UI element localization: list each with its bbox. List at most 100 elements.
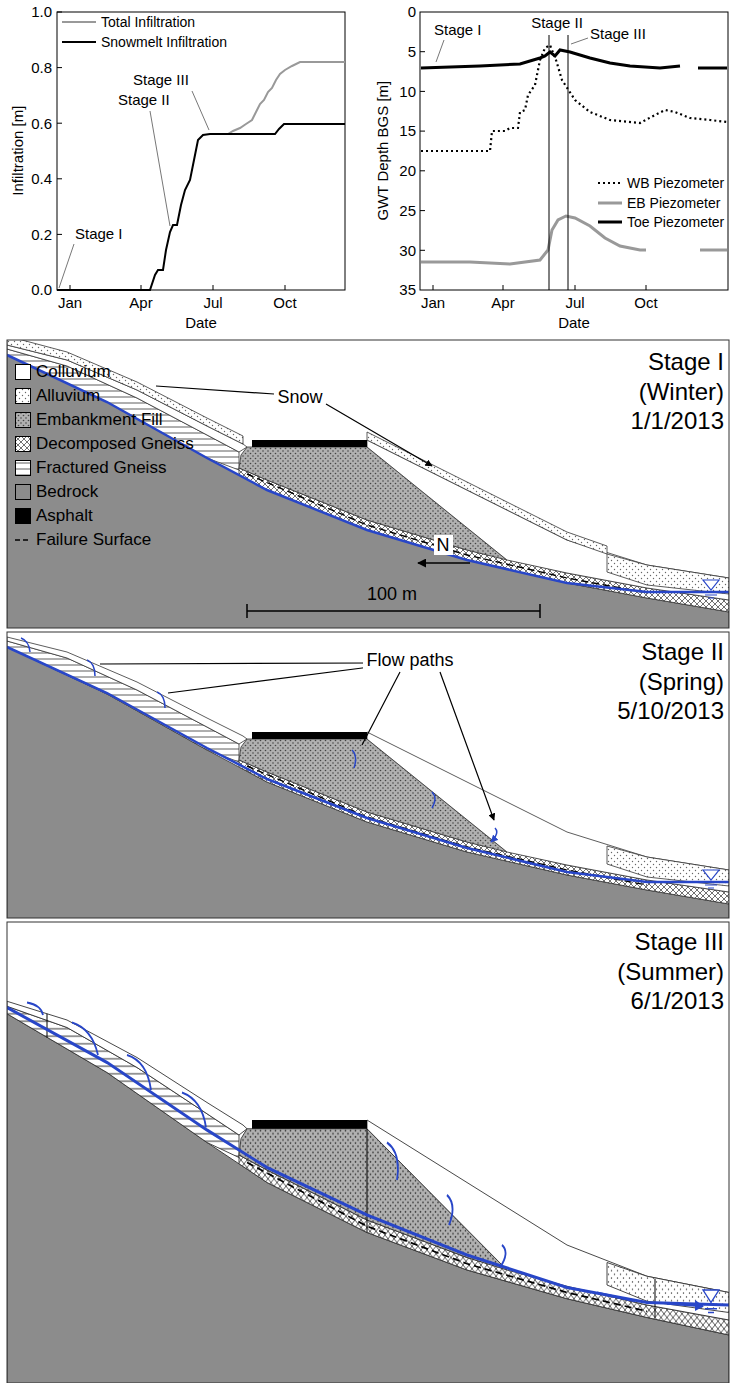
label: 5 xyxy=(408,43,416,60)
water-level-symbol xyxy=(703,870,719,888)
legend-text: Colluvium xyxy=(36,362,111,382)
water-table xyxy=(7,355,729,592)
label: 0.8 xyxy=(31,59,52,76)
label: Infiltration [m] xyxy=(9,106,26,196)
label: Jan xyxy=(58,294,82,311)
label: GWT Depth BGS [m] xyxy=(374,81,391,221)
label: 10 xyxy=(399,83,416,100)
legend-item: Alluvium xyxy=(15,386,100,406)
legend-text: Asphalt xyxy=(36,506,93,526)
wb-piezometer-line xyxy=(421,45,727,151)
label: 25 xyxy=(399,202,416,219)
label: 100 m xyxy=(367,584,417,605)
legend-item: WB Piezometer xyxy=(598,175,724,191)
label: Stage II xyxy=(118,91,170,108)
legend-item: Snowmelt Infiltration xyxy=(62,34,227,50)
legend-text: Total Infiltration xyxy=(101,14,195,30)
legend-swatch xyxy=(598,217,622,227)
legend-swatch xyxy=(15,412,31,428)
legend-item: Embankment Fill xyxy=(15,410,163,430)
label: Oct xyxy=(273,294,296,311)
legend-item: Fractured Gneiss xyxy=(15,458,166,478)
legend-swatch xyxy=(15,460,31,476)
legend-item: EB Piezometer xyxy=(598,195,720,211)
cross-section xyxy=(7,1001,729,1383)
label: 0 xyxy=(408,3,416,20)
label: (Spring) xyxy=(639,668,724,696)
legend-swatch xyxy=(15,436,31,452)
label: Stage II xyxy=(531,14,583,31)
legend-swatch xyxy=(62,37,96,47)
legend-swatch xyxy=(15,388,31,404)
legend-text: Snowmelt Infiltration xyxy=(101,34,227,50)
legend-text: Toe Piezometer xyxy=(627,214,724,230)
label: Date xyxy=(558,314,590,331)
label: 30 xyxy=(399,242,416,259)
legend-text: EB Piezometer xyxy=(627,195,720,211)
label: Flow paths xyxy=(363,650,456,671)
legend-swatch xyxy=(15,508,31,524)
stage-marker-line xyxy=(549,35,568,290)
legend-swatch xyxy=(15,535,31,545)
label: 0.6 xyxy=(31,115,52,132)
cross-section xyxy=(7,637,729,918)
label: Stage III xyxy=(133,71,189,88)
label: 15 xyxy=(399,122,416,139)
leader-line xyxy=(436,38,588,62)
groundwater-chart xyxy=(420,12,728,290)
label: Stage I xyxy=(75,225,123,242)
label: Jul xyxy=(203,294,222,311)
label: Stage I xyxy=(434,21,482,38)
legend-item: Colluvium xyxy=(15,362,111,382)
legend-swatch xyxy=(598,178,622,188)
label: Stage I xyxy=(648,348,724,376)
legend-text: Decomposed Gneiss xyxy=(36,434,194,454)
snow-pointer xyxy=(156,386,432,466)
label: Oct xyxy=(634,294,657,311)
eb-piezometer-line xyxy=(421,216,646,264)
label: Stage III xyxy=(635,928,724,956)
label: Apr xyxy=(491,294,514,311)
legend-item: Decomposed Gneiss xyxy=(15,434,194,454)
flow-arrow xyxy=(27,1003,703,1307)
toe-piezometer-line xyxy=(421,50,680,68)
north-arrow xyxy=(418,562,470,564)
label: Snow xyxy=(277,387,322,408)
cross-section xyxy=(7,340,729,628)
label: N xyxy=(434,535,453,556)
legend-text: Alluvium xyxy=(36,386,100,406)
label: 0.0 xyxy=(31,281,52,298)
label: 6/1/2013 xyxy=(631,987,724,1015)
legend-item: Toe Piezometer xyxy=(598,214,724,230)
label: 0.2 xyxy=(31,226,52,243)
legend-text: WB Piezometer xyxy=(627,175,724,191)
label: Stage II xyxy=(641,638,724,666)
label: Stage III xyxy=(590,25,646,42)
label: 20 xyxy=(399,162,416,179)
legend-item: Bedrock xyxy=(15,482,98,502)
legend-text: Bedrock xyxy=(36,482,98,502)
toe-piezometer-line xyxy=(698,67,727,70)
label: 35 xyxy=(399,281,416,298)
snow xyxy=(367,432,607,554)
label: 1.0 xyxy=(31,3,52,20)
scale-bar xyxy=(247,604,540,618)
legend-item: Asphalt xyxy=(15,506,93,526)
eb-piezometer-line xyxy=(700,249,727,252)
legend-swatch xyxy=(62,17,96,27)
label: Date xyxy=(185,314,217,331)
leader-line xyxy=(59,91,209,288)
flow-arrow xyxy=(21,638,497,842)
label: Jan xyxy=(421,294,445,311)
label: Apr xyxy=(129,294,152,311)
label: 0.4 xyxy=(31,170,52,187)
legend-swatch xyxy=(15,364,31,380)
flow-pointer xyxy=(100,663,494,820)
water-level-symbol xyxy=(703,1290,719,1313)
label: (Winter) xyxy=(639,378,724,406)
legend-item: Failure Surface xyxy=(15,530,151,550)
legend-text: Failure Surface xyxy=(36,530,151,550)
legend-item: Total Infiltration xyxy=(62,14,195,30)
label: Jul xyxy=(565,294,584,311)
